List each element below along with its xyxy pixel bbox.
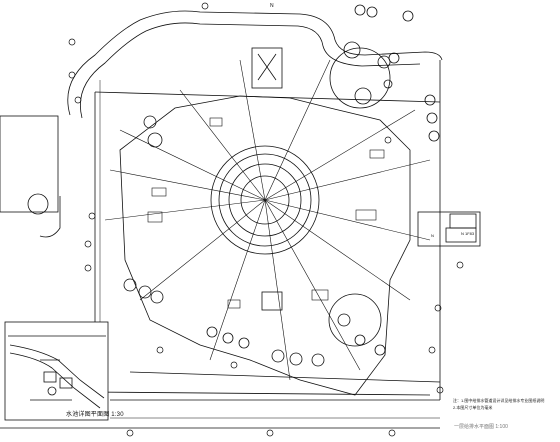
round-room-se [328,293,382,347]
curved-road-inner [79,22,421,119]
radial-lines [104,59,431,381]
service-block-label: N 1F83 [461,231,475,236]
trees [123,4,440,367]
service-block [417,211,481,247]
furniture [147,117,385,309]
rotunda-outer [210,145,320,255]
site-plan-note: 一层给排水平面图 1:100 [454,424,508,430]
north-mark: N [270,3,274,9]
annotation-note-1: 注：1.图中给排水管道设计详见给排水专业图纸说明 [453,398,545,403]
service-block-mark: N [431,233,434,238]
rotunda-ring [218,153,312,247]
building-outline [119,95,411,396]
pool-detail-inset [4,321,109,421]
top-pavilion [251,47,283,89]
annotation-note-2: 2.本图尺寸单位为毫米 [453,405,493,410]
detail-title: 水池详图平面图 1:30 [66,412,124,418]
stair-block [261,291,283,311]
axis-markers [68,2,464,437]
rotunda-inner [228,163,302,237]
adjacent-building [0,115,59,213]
